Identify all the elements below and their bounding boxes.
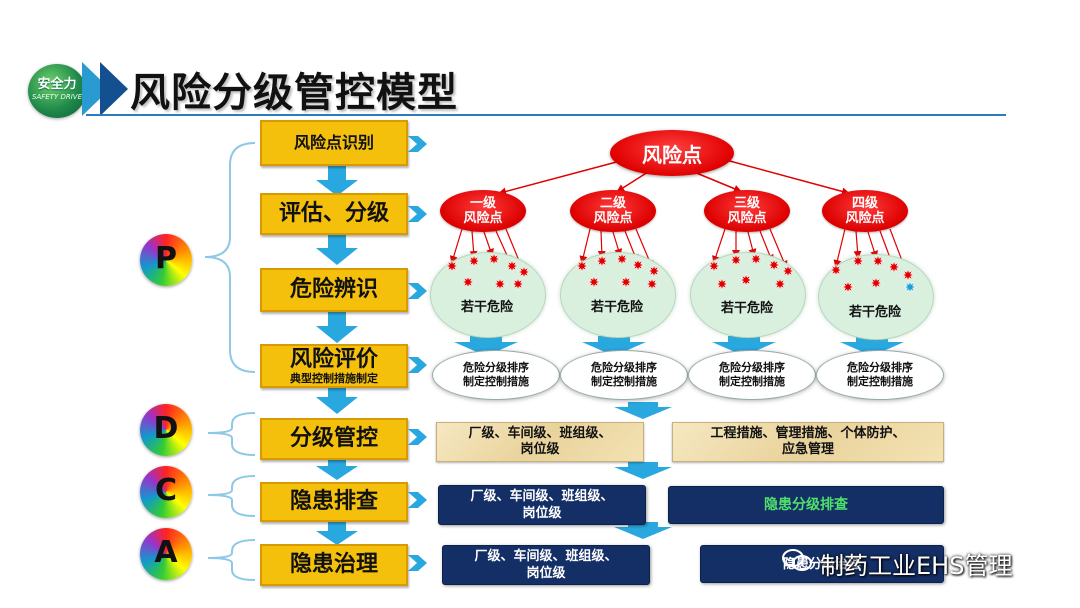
fix-levels-line1: 厂级、车间级、班组级、 <box>474 548 617 565</box>
ranking-1-line1: 危险分级排序 <box>463 361 529 375</box>
hazard-star-icon <box>716 278 728 290</box>
hazard-star-icon <box>750 253 762 265</box>
hazard-star-icon <box>782 265 794 277</box>
ranking-4-line2: 制定控制措施 <box>847 375 913 389</box>
hazard-star-icon <box>494 278 506 290</box>
hazard-star-icon <box>488 253 500 265</box>
ranking-2-line1: 危险分级排序 <box>591 361 657 375</box>
hazard-star-icon <box>740 274 752 286</box>
hazard-star-icon <box>870 277 882 289</box>
cloud-4-label: 若干危险 <box>818 301 932 320</box>
fix-levels-line2: 岗位级 <box>526 565 565 582</box>
ranking-oval-4: 危险分级排序 制定控制措施 <box>816 350 944 400</box>
wechat-icon <box>782 548 812 572</box>
hazard-star-icon <box>468 255 480 267</box>
hazard-star-icon <box>730 254 742 266</box>
hazard-star-icon <box>872 255 884 267</box>
control-levels-box: 厂级、车间级、班组级、 岗位级 <box>436 422 644 462</box>
ranking-4-line1: 危险分级排序 <box>847 361 913 375</box>
hazard-star-icon <box>462 276 474 288</box>
inspect-levels-line2: 岗位级 <box>522 505 561 522</box>
hazard-star-icon <box>768 259 780 271</box>
hazard-star-icon <box>646 278 658 290</box>
hazard-star-icon <box>620 276 632 288</box>
watermark-text: 制药工业EHS管理 <box>820 546 1012 581</box>
hazard-star-icon <box>888 261 900 273</box>
ranking-3-line2: 制定控制措施 <box>719 375 785 389</box>
hazard-star-icon <box>588 276 600 288</box>
hazard-star-icon <box>632 259 644 271</box>
hazard-star-icon <box>842 281 854 293</box>
ranking-1-line2: 制定控制措施 <box>463 375 529 389</box>
hazard-star-icon <box>596 255 608 267</box>
fix-levels-box: 厂级、车间级、班组级、 岗位级 <box>442 545 650 585</box>
inspect-grading-box: 隐患分级排查 <box>668 486 944 524</box>
hazard-star-icon <box>774 278 786 290</box>
control-levels-line2: 岗位级 <box>520 442 559 458</box>
control-measures-line1: 工程措施、管理措施、个体防护、 <box>710 426 905 442</box>
cloud-2-label: 若干危险 <box>560 296 674 315</box>
control-levels-line1: 厂级、车间级、班组级、 <box>468 426 611 442</box>
hazard-star-icon <box>708 260 720 272</box>
hazard-star-icon <box>506 260 518 272</box>
hazard-star-icon <box>576 260 588 272</box>
ranking-oval-2: 危险分级排序 制定控制措施 <box>560 350 688 400</box>
hazard-star-icon <box>616 253 628 265</box>
hazard-star-icon <box>512 278 524 290</box>
cloud-1-label: 若干危险 <box>430 296 544 315</box>
hazard-star-icon <box>518 266 530 278</box>
cloud-3-label: 若干危险 <box>690 297 804 316</box>
hazard-star-icon <box>830 264 842 276</box>
control-measures-line2: 应急管理 <box>782 442 834 458</box>
control-measures-box: 工程措施、管理措施、个体防护、 应急管理 <box>672 422 944 462</box>
ranking-oval-3: 危险分级排序 制定控制措施 <box>688 350 816 400</box>
hazard-star-icon <box>904 281 916 293</box>
ranking-2-line2: 制定控制措施 <box>591 375 657 389</box>
hazard-star-icon <box>446 260 458 272</box>
ranking-3-line1: 危险分级排序 <box>719 361 785 375</box>
hazard-star-icon <box>648 265 660 277</box>
inspect-levels-box: 厂级、车间级、班组级、 岗位级 <box>438 485 646 525</box>
hazard-star-icon <box>902 269 914 281</box>
hazard-star-icon <box>852 255 864 267</box>
inspect-levels-line1: 厂级、车间级、班组级、 <box>470 488 613 505</box>
ranking-oval-1: 危险分级排序 制定控制措施 <box>432 350 560 400</box>
